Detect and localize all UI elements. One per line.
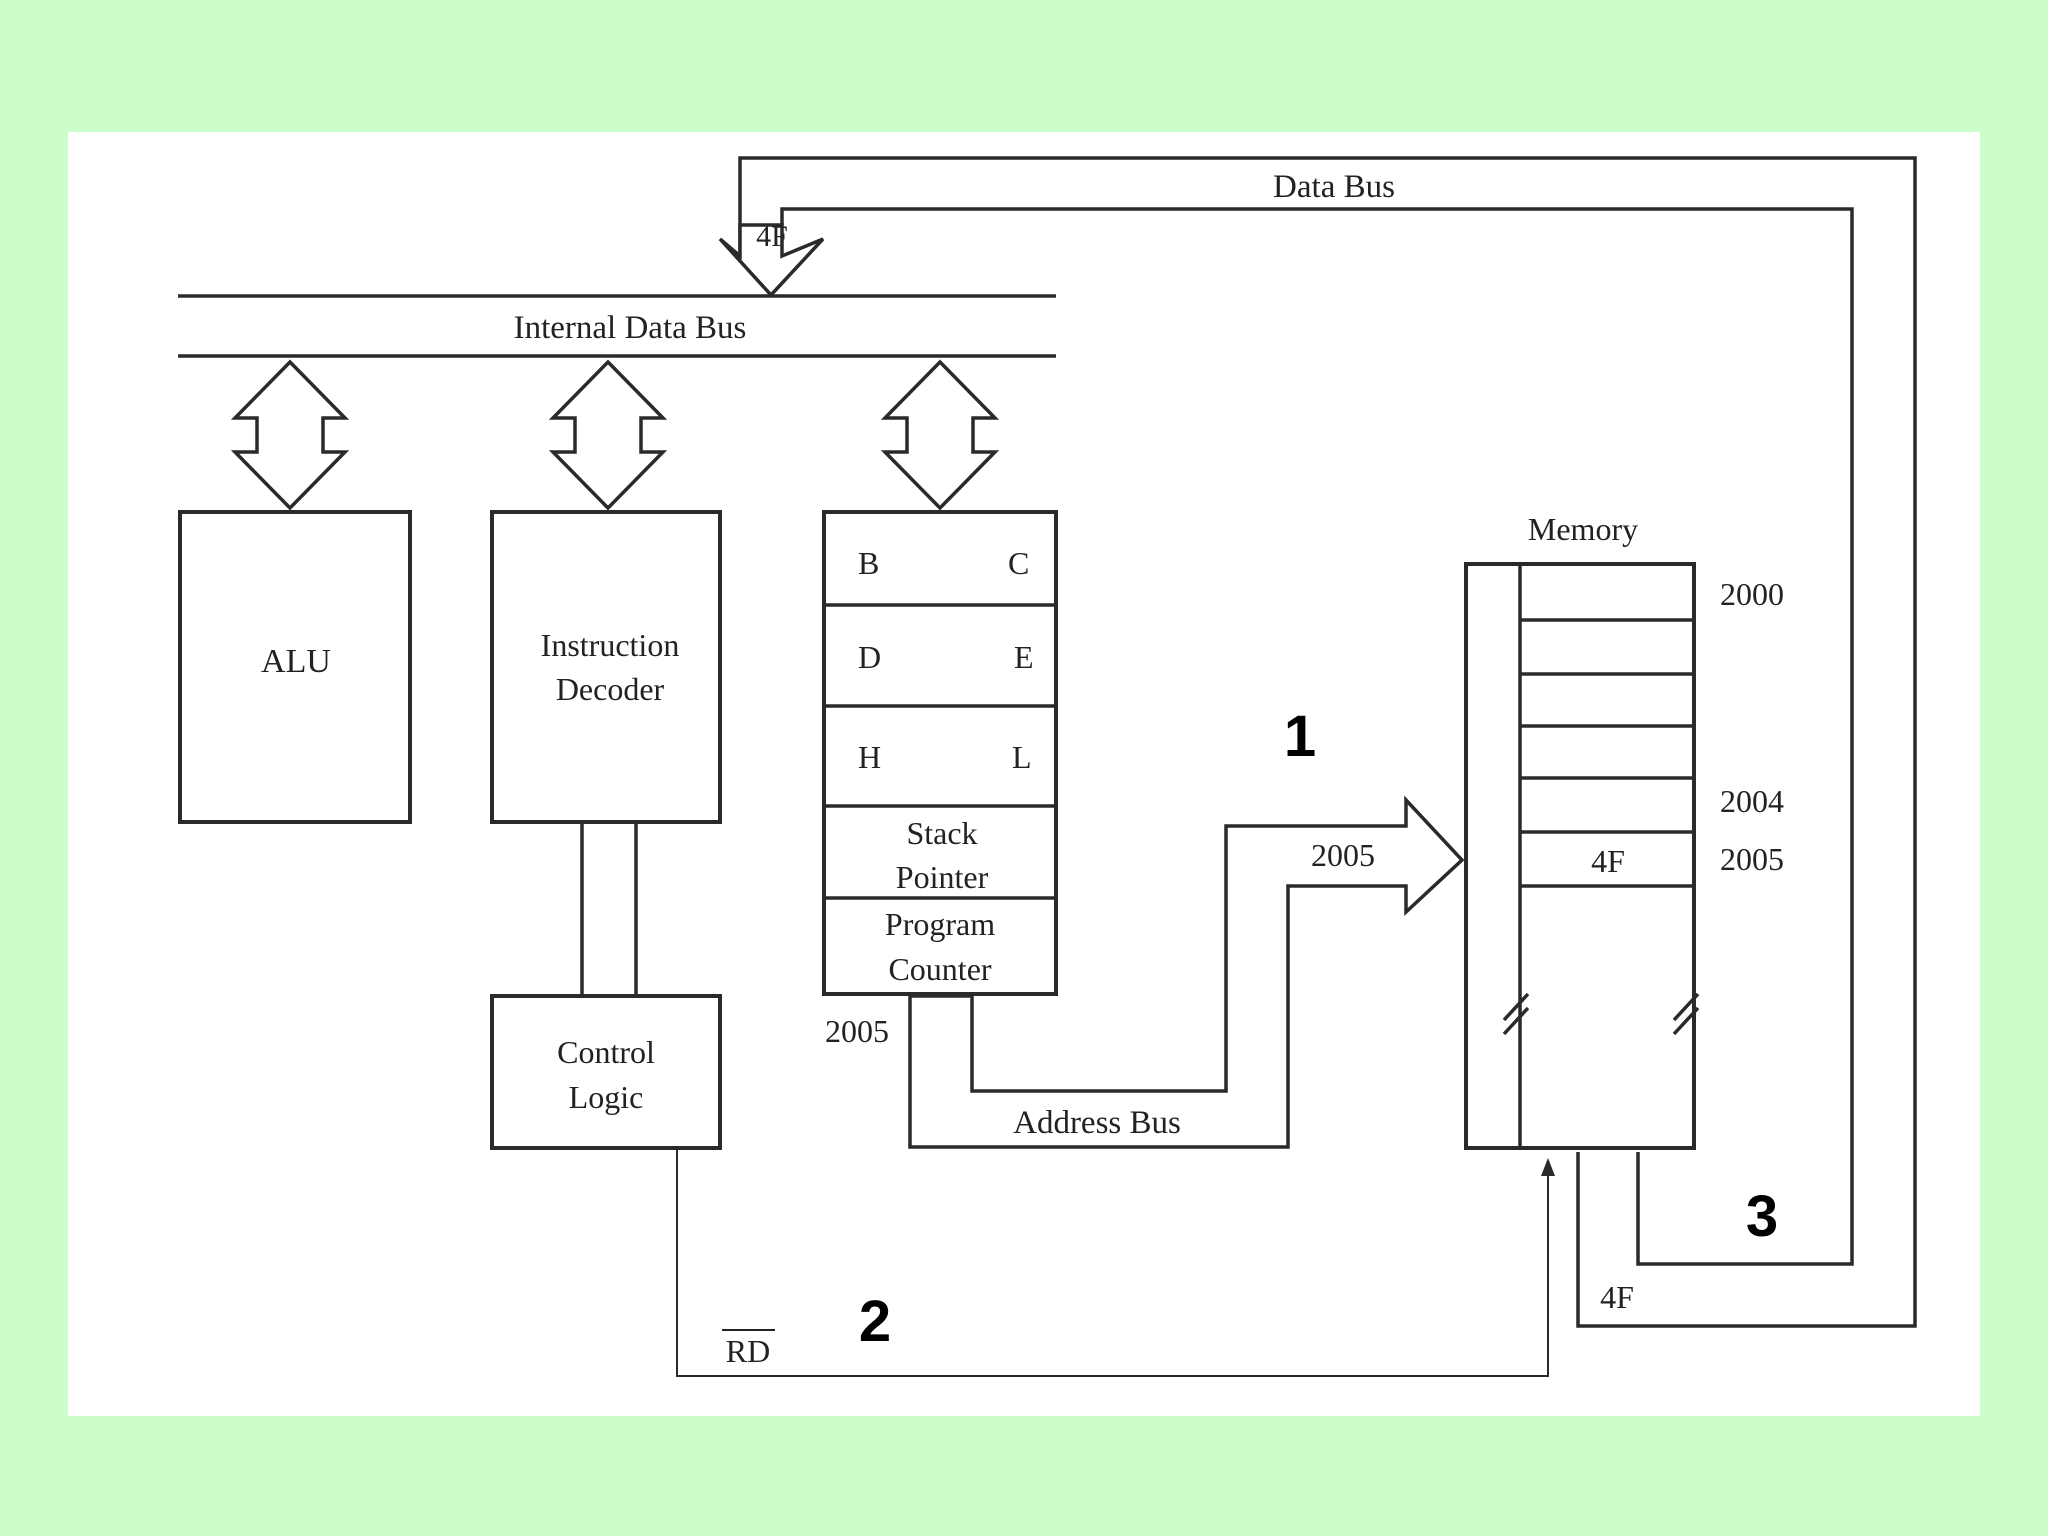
- decoder-bus-arrow: [548, 359, 668, 511]
- decoder-label-line2: Decoder: [556, 671, 665, 707]
- register-h: H: [858, 739, 881, 775]
- registers-bus-arrow: [880, 359, 1000, 511]
- decoder-control-link: [580, 822, 638, 994]
- address-value: 2005: [1311, 837, 1375, 873]
- data-in-arrow: [718, 223, 825, 298]
- control-label-line1: Control: [557, 1034, 655, 1070]
- address-bus: [908, 795, 1465, 1149]
- register-e: E: [1014, 639, 1034, 675]
- address-bus-label: Address Bus: [1013, 1105, 1181, 1141]
- memory-title: Memory: [1528, 511, 1638, 547]
- data-bus-label: Data Bus: [1273, 169, 1395, 205]
- stack-pointer-line2: Pointer: [896, 859, 989, 895]
- pc-value: 2005: [825, 1013, 889, 1049]
- memory-address-2004: 2004: [1720, 783, 1784, 819]
- memory-block: [1464, 562, 1700, 1150]
- data-in-value: 4F: [756, 220, 788, 253]
- step-1-label: 1: [1284, 704, 1316, 769]
- register-l: L: [1012, 739, 1032, 775]
- data-bus: [738, 156, 1917, 1328]
- control-logic-block: [490, 994, 722, 1150]
- rd-signal-label: RD: [726, 1333, 770, 1369]
- stack-pointer-line1: Stack: [906, 815, 977, 851]
- step-2-label: 2: [859, 1289, 891, 1354]
- memory-cell-2005-value: 4F: [1591, 843, 1625, 879]
- data-out-value: 4F: [1600, 1279, 1634, 1315]
- memory-address-2005: 2005: [1720, 841, 1784, 877]
- control-label-line2: Logic: [569, 1079, 644, 1115]
- register-d: D: [858, 639, 881, 675]
- internal-data-bus-label: Internal Data Bus: [514, 310, 747, 346]
- memory-address-2000: 2000: [1720, 576, 1784, 612]
- step-3-label: 3: [1746, 1184, 1778, 1249]
- register-b: B: [858, 545, 879, 581]
- program-counter-line1: Program: [885, 906, 995, 942]
- internal-data-bus: [178, 294, 1056, 358]
- alu-bus-arrow: [230, 359, 350, 511]
- register-c: C: [1008, 545, 1029, 581]
- decoder-label-line1: Instruction: [541, 627, 680, 663]
- alu-block: [178, 510, 412, 824]
- instruction-decoder-block: [490, 510, 722, 824]
- alu-label: ALU: [261, 643, 331, 680]
- register-file: [822, 510, 1058, 996]
- rd-control-line: [676, 1148, 1555, 1377]
- program-counter-line2: Counter: [888, 951, 991, 987]
